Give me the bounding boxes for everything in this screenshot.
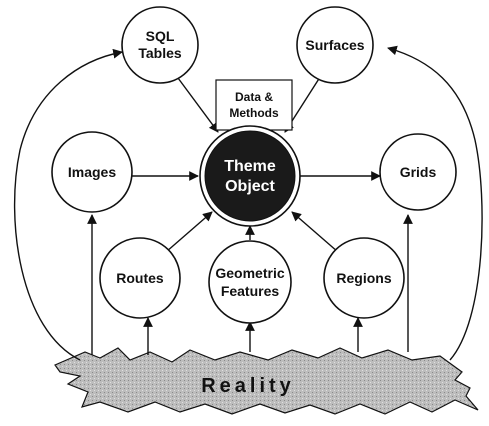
- node-sql-tables: SQL Tables: [121, 6, 199, 84]
- arrow-reality-to-surfaces: [387, 45, 483, 361]
- node-images: Images: [51, 131, 133, 213]
- surfaces-label: Surfaces: [305, 37, 364, 53]
- routes-label: Routes: [116, 270, 164, 286]
- reality-label: Reality: [201, 375, 295, 397]
- geometric-features-line2: Features: [221, 283, 280, 299]
- theme-object-line1: Theme: [224, 158, 276, 175]
- node-regions: Regions: [323, 237, 405, 319]
- node-geometric-features: Geometric Features: [208, 240, 292, 324]
- node-routes: Routes: [99, 237, 181, 319]
- arrow-routes-to-theme: [165, 211, 213, 253]
- arrow-regions-to-theme: [291, 211, 339, 253]
- regions-label: Regions: [336, 270, 391, 286]
- connector-arrows: [13, 45, 483, 361]
- grids-label: Grids: [400, 164, 437, 180]
- data-methods-line2: Methods: [229, 106, 279, 120]
- sql-tables-line2: Tables: [138, 45, 182, 61]
- theme-object-line2: Object: [225, 178, 275, 195]
- node-grids: Grids: [379, 133, 457, 211]
- reality-shape: Reality: [54, 347, 479, 415]
- geometric-features-line1: Geometric: [215, 265, 284, 281]
- images-label: Images: [68, 164, 116, 180]
- data-methods-line1: Data &: [235, 90, 273, 104]
- node-surfaces: Surfaces: [296, 6, 374, 84]
- arrow-sql-to-theme: [177, 77, 219, 133]
- node-theme-object: Theme Object: [199, 125, 301, 227]
- data-methods-box: Data & Methods: [215, 79, 293, 131]
- sql-tables-line1: SQL: [146, 28, 175, 44]
- arrow-reality-to-sql: [13, 48, 123, 361]
